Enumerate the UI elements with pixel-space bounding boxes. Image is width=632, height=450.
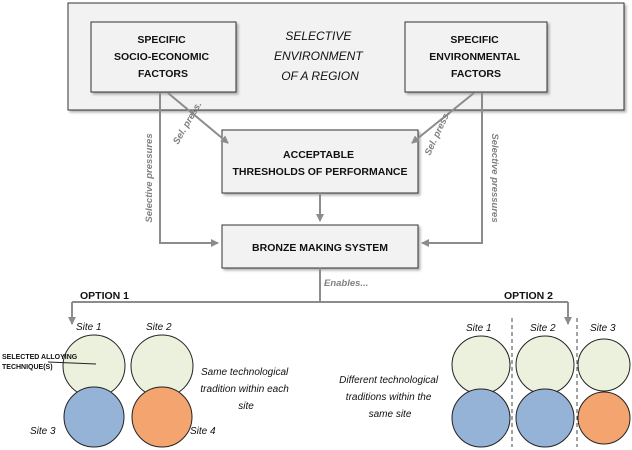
environmental-factors-label: SPECIFIC ENVIRONMENTAL FACTORS [429,34,523,80]
sel-press-arrow-right [411,92,475,144]
option1-site4-label: Site 4 [190,426,216,437]
sel-press-label-right: Sel. press. [423,110,453,158]
option2-site1-circle-bottom [451,388,511,448]
selective-pressures-arrow-right [421,93,483,247]
option1-title: OPTION 1 [80,290,129,302]
selective-environment-label: SELECTIVE ENVIRONMENT OF A REGION [274,29,366,83]
option2-site2-circle-bottom [515,388,575,448]
thresholds-box [221,129,419,194]
option1-site3-circle [63,386,125,448]
selective-pressures-label-left: Selective pressures [144,133,155,222]
environmental-factors-box [404,21,548,93]
socio-economic-factors-box [90,21,237,93]
bronze-making-system-label: BRONZE MAKING SYSTEM [252,242,388,254]
selective-pressures-label-right: Selective pressures [489,133,500,222]
selective-pressures-arrow-left [159,93,219,247]
option1-site2-label: Site 2 [146,322,172,333]
option1-description: Same technological tradition within each… [200,367,291,412]
option2-site1-label: Site 1 [466,323,492,334]
thresholds-label: ACCEPTABLE THRESHOLDS OF PERFORMANCE [232,149,407,178]
option2-site2-label: Site 2 [530,323,556,334]
socio-economic-factors-label: SPECIFIC SOCIO-ECONOMIC FACTORS [114,34,212,80]
option2-site3-circle-bottom [577,391,631,445]
option1-site1-label: Site 1 [76,322,102,333]
option2-site3-label: Site 3 [590,323,616,334]
option2-title: OPTION 2 [504,290,553,302]
option2-site2-circle-top [515,335,575,395]
option1-site3-label: Site 3 [30,426,56,437]
alloying-callout-line [47,361,97,365]
option2-site3-circle-top [577,338,631,392]
alloying-callout-label: SELECTED ALLOYING TECHNIQUE(S) [2,354,79,371]
sel-press-arrow-left [167,92,229,144]
option2-description: Different technological traditions withi… [339,375,441,420]
option1-site4-circle [131,386,193,448]
option2-site1-circle-top [451,335,511,395]
enables-label: Enables... [324,278,368,289]
